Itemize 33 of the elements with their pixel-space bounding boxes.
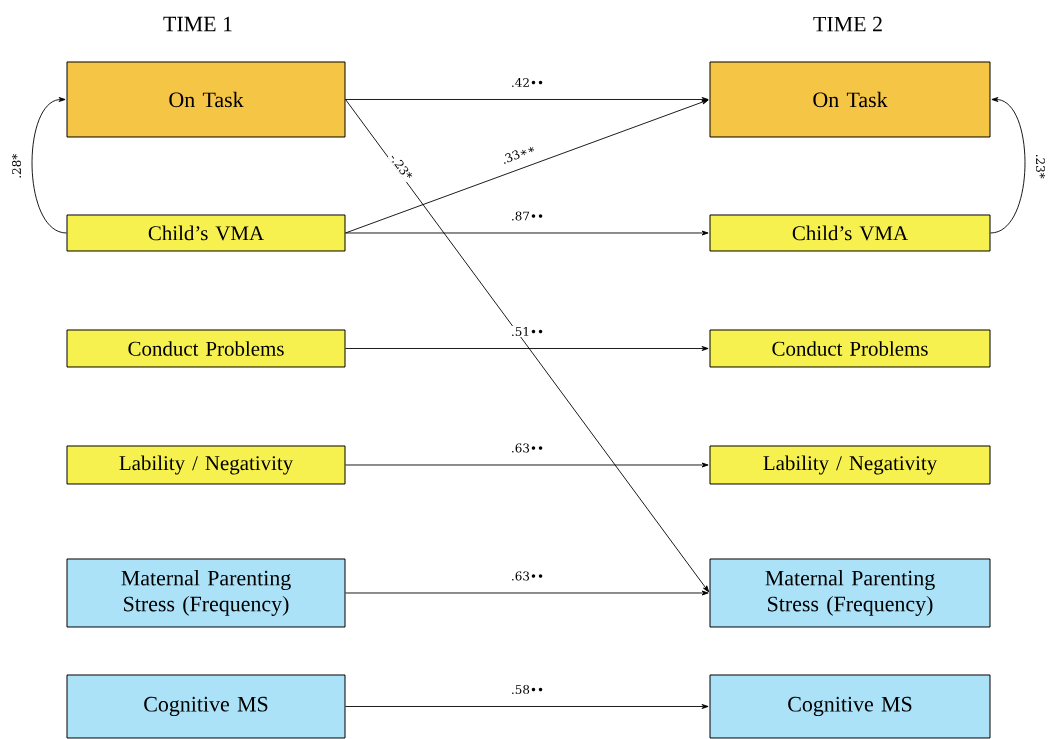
variable-box: Conduct Problems [709,329,991,368]
variable-box: On Task [709,61,991,138]
variable-box: On Task [66,61,346,138]
arrow [990,97,1026,234]
variable-box: Child’s VMA [66,214,346,252]
variable-box: Lability / Negativity [709,445,991,485]
edge-label: .51•• [509,326,546,337]
edge-label: .58•• [509,684,546,695]
variable-box: Cognitive MS [66,674,346,739]
arrow [31,97,67,234]
arrow [345,97,709,102]
edge-label: .23* [1035,152,1046,180]
arrow [345,99,709,234]
variable-box: Maternal Parenting Stress (Frequency) [66,558,346,628]
arrow [345,230,709,236]
arrow [345,590,709,596]
arrow [345,346,709,351]
column-heading: TIME 2 [813,16,882,32]
arrow [345,462,709,468]
arrow [345,99,710,593]
edge-label: .33∗∗ [498,142,538,166]
edge-label: .28* [11,152,23,180]
edge-label: .63•• [509,570,546,582]
variable-box: Conduct Problems [66,329,346,368]
edge-label: .42•• [509,77,546,88]
column-heading: TIME 1 [163,16,232,32]
edge-label: .87•• [509,210,546,222]
arrow [345,704,709,709]
variable-box: Lability / Negativity [66,445,346,485]
edge-label: .63•• [509,442,546,454]
variable-box: Maternal Parenting Stress (Frequency) [709,558,991,628]
variable-box: Child’s VMA [709,214,991,252]
variable-box: Cognitive MS [709,674,991,739]
